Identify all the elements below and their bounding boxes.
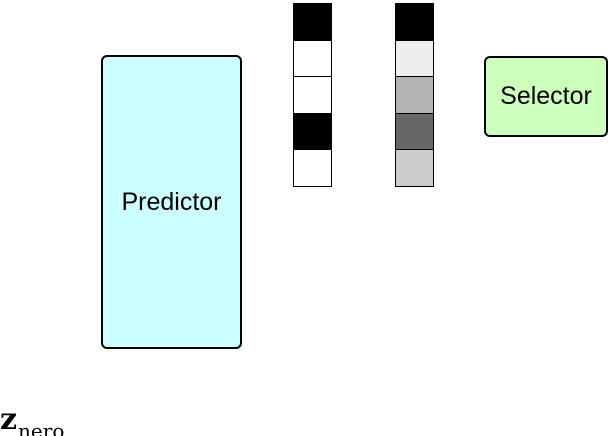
z-nero-label: znero — [0, 405, 90, 436]
selector-label: Selector — [500, 82, 592, 110]
soft-mask-cell-4 — [396, 113, 433, 151]
binary-mask-cell-4 — [294, 113, 331, 151]
binary-mask-cell-3 — [294, 77, 331, 114]
soft-mask-column — [395, 3, 434, 187]
binary-mask-cell-5 — [294, 150, 331, 186]
soft-mask-cell-2 — [396, 40, 433, 78]
soft-mask-cell-3 — [396, 77, 433, 114]
predictor-box: Predictor — [101, 55, 242, 349]
selector-box: Selector — [484, 56, 608, 137]
predictor-label: Predictor — [121, 187, 222, 216]
z-symbol: z — [0, 405, 18, 436]
soft-mask-cell-1 — [396, 4, 433, 41]
binary-mask-column — [293, 3, 332, 187]
soft-mask-cell-5 — [396, 150, 433, 186]
binary-mask-cell-1 — [294, 4, 331, 41]
z-subscript: nero — [18, 419, 65, 436]
binary-mask-cell-2 — [294, 40, 331, 78]
